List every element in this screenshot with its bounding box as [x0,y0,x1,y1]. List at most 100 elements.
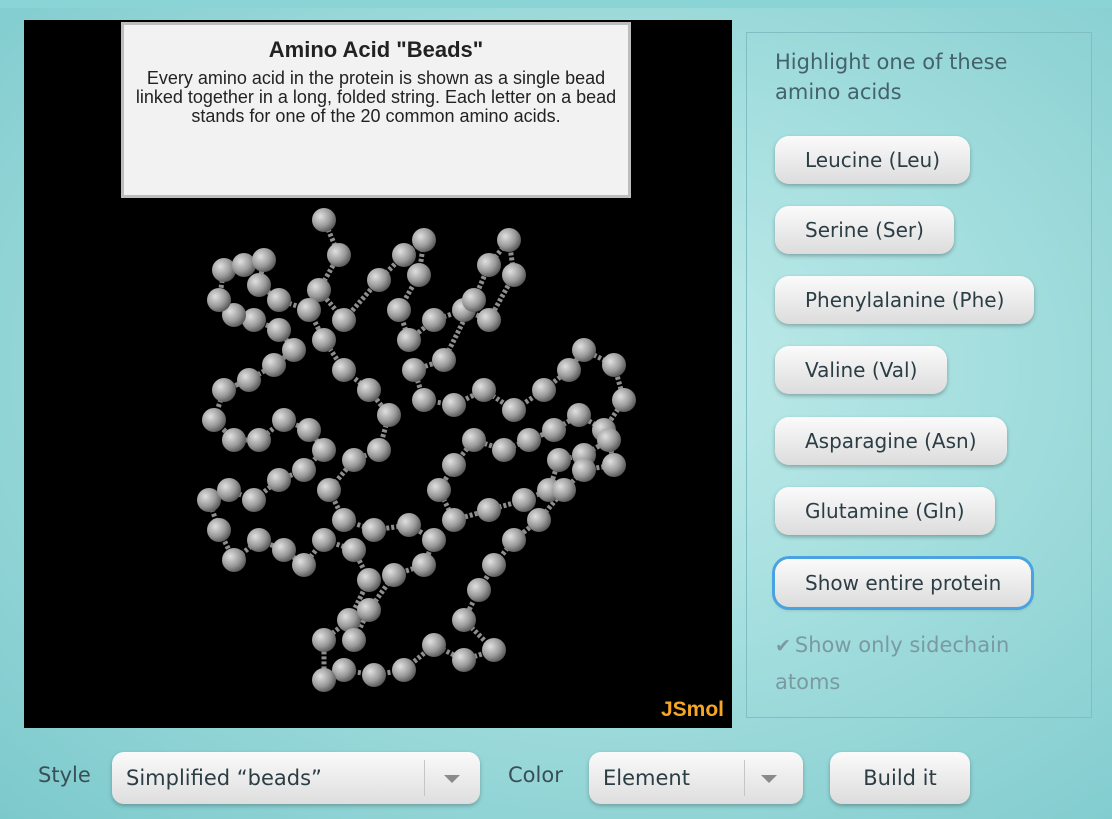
amino-acid-bead [267,288,291,312]
amino-acid-bead [502,398,526,422]
amino-acid-bead [547,448,571,472]
amino-acid-bead [492,438,516,462]
valine-button[interactable]: Valine (Val) [775,346,948,394]
amino-acid-bead [497,228,521,252]
amino-acid-bead [357,568,381,592]
amino-acid-bead [312,668,336,692]
serine-button[interactable]: Serine (Ser) [775,206,954,254]
amino-acid-bead [412,388,436,412]
amino-acid-bead [217,478,241,502]
chevron-down-icon[interactable] [761,775,777,783]
amino-acid-bead [407,263,431,287]
build-it-button[interactable]: Build it [830,752,970,804]
amino-acid-bead [332,308,356,332]
leucine-button[interactable]: Leucine (Leu) [775,136,971,184]
amino-acid-bead [282,338,306,362]
amino-acid-bead [557,358,581,382]
amino-acid-bead [222,303,246,327]
show-entire-protein-button[interactable]: Show entire protein [775,559,1032,607]
select-divider [424,760,425,796]
amino-acid-bead [342,628,366,652]
amino-acid-bead [512,488,536,512]
style-label: Style [38,763,91,787]
amino-acid-bead [452,648,476,672]
phenylalanine-button[interactable]: Phenylalanine (Phe) [775,276,1035,324]
amino-acid-bead [342,448,366,472]
amino-acid-bead [612,388,636,412]
amino-acid-bead [312,438,336,462]
molecule-viewer[interactable]: Amino Acid "Beads" Every amino acid in t… [24,20,732,728]
amino-acid-bead [332,508,356,532]
color-select[interactable]: Element [589,752,803,804]
amino-acid-bead [602,353,626,377]
sidechain-label: Show only sidechain atoms [775,633,1010,694]
amino-acid-bead [337,608,361,632]
amino-acid-bead [197,488,221,512]
amino-acid-bead [602,453,626,477]
amino-acid-bead [327,243,351,267]
amino-acid-bead [482,638,506,662]
amino-acid-bead [237,368,261,392]
sidechain-checkbox[interactable]: ✔Show only sidechain atoms [775,627,1075,700]
info-title: Amino Acid "Beads" [268,37,484,62]
amino-acid-bead [387,298,411,322]
amino-acid-bead [357,598,381,622]
checkmark-icon[interactable]: ✔ [775,635,791,657]
amino-acid-bead [517,428,541,452]
protein-bead-model[interactable] [24,20,732,728]
amino-acid-bead [297,418,321,442]
amino-acid-bead [412,553,436,577]
info-box: Amino Acid "Beads" Every amino acid in t… [121,22,631,198]
amino-acid-bead [367,438,391,462]
info-body: Every amino acid in the protein is shown… [135,68,617,126]
amino-acid-bead [442,453,466,477]
amino-acid-bead [477,308,501,332]
amino-acid-bead [597,428,621,452]
amino-acid-bead [247,528,271,552]
chevron-down-icon[interactable] [444,775,460,783]
amino-acid-bead [397,513,421,537]
amino-acid-bead [312,208,336,232]
amino-acid-bead [502,528,526,552]
amino-acid-bead [412,228,436,252]
amino-acid-bead [267,318,291,342]
amino-acid-bead [267,468,291,492]
amino-acid-bead [422,633,446,657]
amino-acid-bead [532,378,556,402]
amino-acid-bead [392,658,416,682]
amino-acid-bead [272,538,296,562]
amino-acid-bead [317,478,341,502]
amino-acid-bead [242,308,266,332]
amino-acid-bead [332,658,356,682]
select-divider [744,760,745,796]
amino-acid-bead [332,358,356,382]
glutamine-button[interactable]: Glutamine (Gln) [775,487,995,535]
amino-acid-bead [567,403,591,427]
amino-acid-bead [312,328,336,352]
amino-acid-bead [377,403,401,427]
amino-acid-bead [362,518,386,542]
amino-acid-bead [242,488,266,512]
amino-acid-bead [462,288,486,312]
amino-acid-bead [292,458,316,482]
amino-acid-bead [422,308,446,332]
amino-acid-bead [467,578,491,602]
amino-acid-bead [207,288,231,312]
bead-chain-link [205,219,627,685]
color-label: Color [508,763,563,787]
amino-acid-bead [202,408,226,432]
window-top-border [0,0,1112,8]
amino-acid-bead [392,243,416,267]
amino-acid-bead [357,378,381,402]
asparagine-button[interactable]: Asparagine (Asn) [775,417,1007,465]
amino-acid-bead [212,258,236,282]
amino-acid-bead [527,508,551,532]
amino-acid-bead [247,428,271,452]
amino-acid-bead [342,538,366,562]
amino-acid-bead [442,393,466,417]
amino-acid-bead [402,358,426,382]
style-select[interactable]: Simplified “beads” [112,752,480,804]
amino-acid-bead [312,628,336,652]
amino-acid-bead [232,253,256,277]
amino-acid-bead [572,458,596,482]
